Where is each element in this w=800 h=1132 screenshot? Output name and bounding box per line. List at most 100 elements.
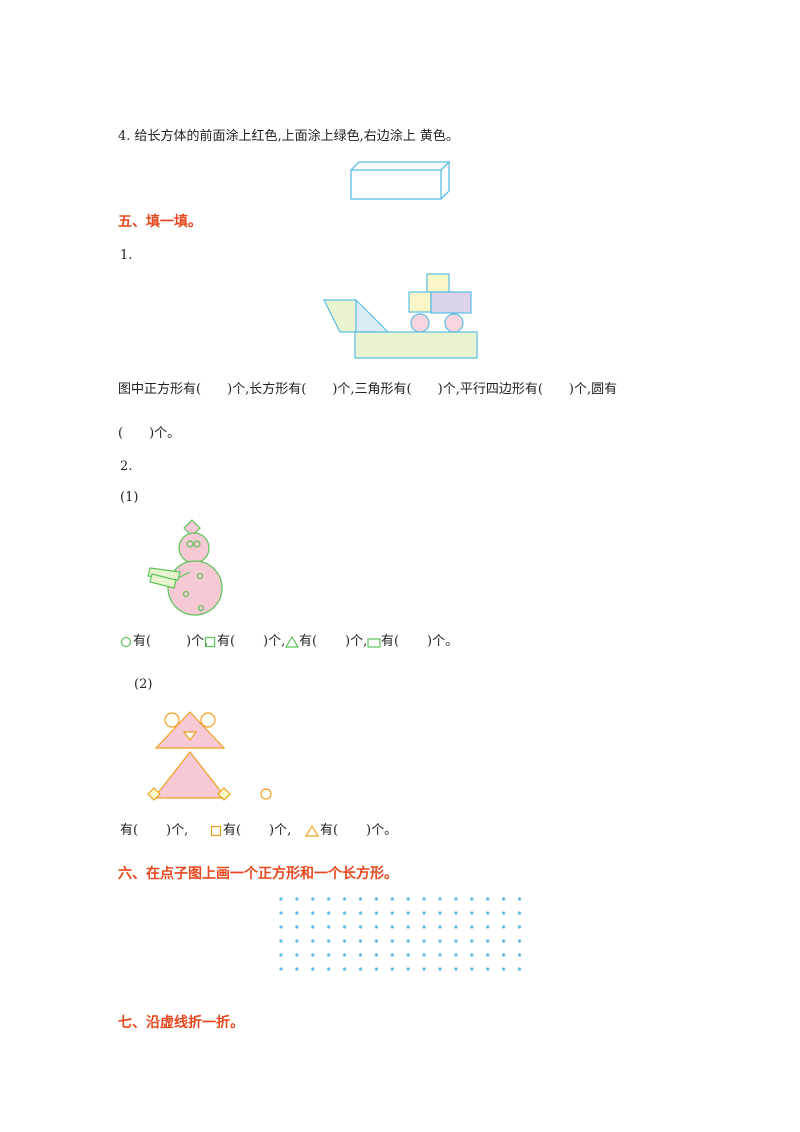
grid-dot[interactable]: [486, 911, 490, 915]
cuboid-figure: [350, 161, 451, 200]
grid-dot[interactable]: [454, 939, 458, 943]
grid-dot[interactable]: [406, 925, 410, 929]
grid-dot[interactable]: [438, 897, 442, 901]
grid-dot[interactable]: [502, 967, 506, 971]
grid-dot[interactable]: [470, 967, 474, 971]
grid-dot[interactable]: [470, 911, 474, 915]
grid-dot[interactable]: [327, 939, 331, 943]
grid-dot[interactable]: [517, 911, 522, 915]
grid-dot[interactable]: [438, 911, 442, 915]
grid-dot[interactable]: [406, 911, 410, 915]
grid-dot[interactable]: [358, 939, 363, 943]
grid-dot[interactable]: [327, 925, 331, 929]
grid-dot[interactable]: [486, 953, 490, 957]
section-6-title: 六、在点子图上画一个正方形和一个长方形。: [118, 866, 398, 882]
grid-dot[interactable]: [358, 897, 363, 901]
grid-dot[interactable]: [422, 925, 426, 929]
grid-dot[interactable]: [390, 939, 394, 943]
grid-dot[interactable]: [327, 897, 331, 901]
grid-dot[interactable]: [343, 967, 347, 971]
grid-dot[interactable]: [311, 939, 315, 943]
grid-dot[interactable]: [470, 953, 474, 957]
grid-dot[interactable]: [438, 925, 442, 929]
grid-dot[interactable]: [517, 925, 522, 929]
grid-dot[interactable]: [343, 939, 347, 943]
grid-dot[interactable]: [343, 953, 347, 957]
grid-dot[interactable]: [374, 953, 378, 957]
grid-dot[interactable]: [374, 939, 378, 943]
grid-dot[interactable]: [390, 953, 394, 957]
grid-dot[interactable]: [343, 925, 347, 929]
grid-dot[interactable]: [517, 939, 522, 943]
grid-dot[interactable]: [486, 939, 490, 943]
grid-dot[interactable]: [295, 953, 299, 957]
grid-dot[interactable]: [279, 925, 283, 929]
grid-dot[interactable]: [279, 911, 283, 915]
grid-dot[interactable]: [470, 925, 474, 929]
grid-dot[interactable]: [438, 953, 442, 957]
grid-dot[interactable]: [390, 897, 394, 901]
dot-grid[interactable]: [278, 896, 528, 976]
grid-dot[interactable]: [406, 967, 410, 971]
grid-dot[interactable]: [295, 967, 299, 971]
grid-dot[interactable]: [470, 897, 474, 901]
grid-dot[interactable]: [279, 897, 283, 901]
grid-dot[interactable]: [358, 953, 363, 957]
grid-dot[interactable]: [502, 897, 506, 901]
square-icon: [204, 636, 216, 648]
grid-dot[interactable]: [486, 897, 490, 901]
grid-dot[interactable]: [295, 939, 299, 943]
grid-dot[interactable]: [406, 897, 410, 901]
grid-dot[interactable]: [454, 925, 458, 929]
grid-dot[interactable]: [295, 897, 299, 901]
grid-dot[interactable]: [311, 911, 315, 915]
grid-dot[interactable]: [422, 897, 426, 901]
grid-dot[interactable]: [374, 925, 378, 929]
grid-dot[interactable]: [390, 967, 394, 971]
grid-dot[interactable]: [374, 911, 378, 915]
grid-dot[interactable]: [358, 911, 363, 915]
grid-dot[interactable]: [422, 911, 426, 915]
grid-dot[interactable]: [327, 911, 331, 915]
grid-dot[interactable]: [311, 897, 315, 901]
grid-dot[interactable]: [517, 897, 522, 901]
grid-dot[interactable]: [422, 953, 426, 957]
grid-dot[interactable]: [327, 953, 331, 957]
grid-dot[interactable]: [311, 967, 315, 971]
grid-dot[interactable]: [406, 953, 410, 957]
grid-dot[interactable]: [486, 967, 490, 971]
grid-dot[interactable]: [502, 953, 506, 957]
grid-dot[interactable]: [454, 953, 458, 957]
grid-dot[interactable]: [502, 925, 506, 929]
grid-dot[interactable]: [486, 925, 490, 929]
grid-dot[interactable]: [422, 967, 426, 971]
grid-dot[interactable]: [390, 911, 394, 915]
grid-dot[interactable]: [295, 911, 299, 915]
grid-dot[interactable]: [517, 967, 522, 971]
grid-dot[interactable]: [454, 967, 458, 971]
grid-dot[interactable]: [311, 953, 315, 957]
grid-dot[interactable]: [470, 939, 474, 943]
grid-dot[interactable]: [454, 897, 458, 901]
grid-dot[interactable]: [374, 897, 378, 901]
grid-dot[interactable]: [390, 925, 394, 929]
grid-dot[interactable]: [438, 967, 442, 971]
grid-dot[interactable]: [517, 953, 522, 957]
grid-dot[interactable]: [343, 897, 347, 901]
grid-dot[interactable]: [358, 967, 363, 971]
grid-dot[interactable]: [279, 939, 283, 943]
grid-dot[interactable]: [438, 939, 442, 943]
grid-dot[interactable]: [358, 925, 363, 929]
grid-dot[interactable]: [374, 967, 378, 971]
grid-dot[interactable]: [502, 939, 506, 943]
grid-dot[interactable]: [406, 939, 410, 943]
grid-dot[interactable]: [343, 911, 347, 915]
grid-dot[interactable]: [454, 911, 458, 915]
grid-dot[interactable]: [279, 953, 283, 957]
grid-dot[interactable]: [502, 911, 506, 915]
grid-dot[interactable]: [311, 925, 315, 929]
grid-dot[interactable]: [422, 939, 426, 943]
grid-dot[interactable]: [295, 925, 299, 929]
grid-dot[interactable]: [327, 967, 331, 971]
grid-dot[interactable]: [279, 967, 283, 971]
